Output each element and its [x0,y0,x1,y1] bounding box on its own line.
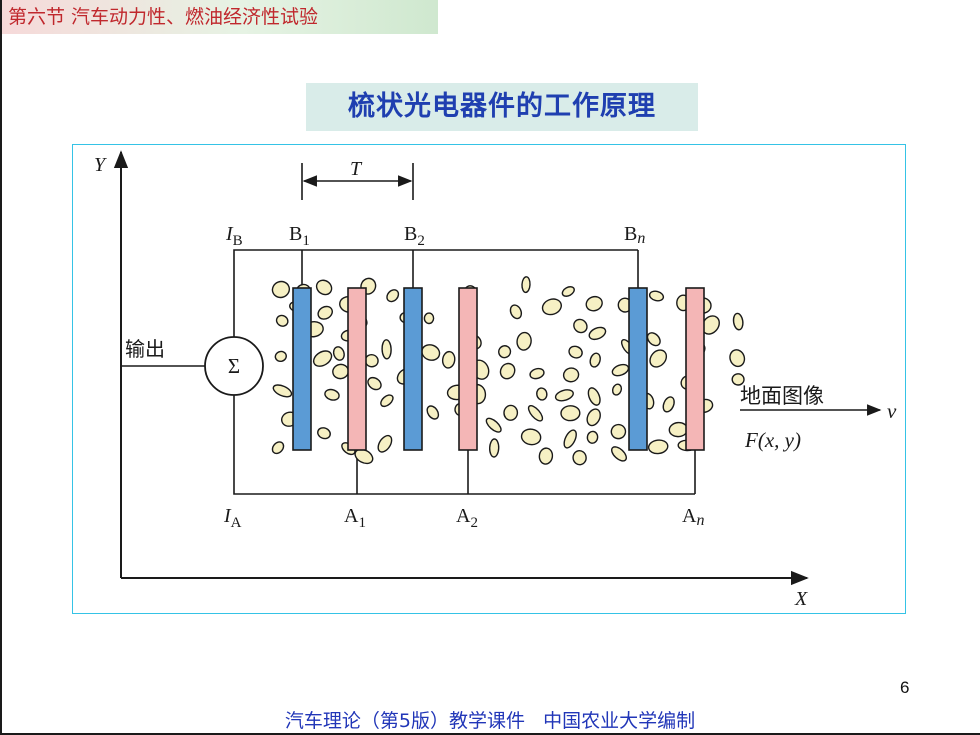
ground-particle [586,430,599,444]
ground-particle [498,345,512,359]
ground-particle [568,345,583,359]
ground-particle [729,349,746,368]
footer-credit: 汽车理论（第5版）教学课件 中国农业大学编制 [284,710,696,732]
ground-particle [520,428,542,446]
ground-particle [324,388,340,401]
strip-a2 [458,287,478,451]
ground-particle [536,387,548,401]
ground-particle [377,434,393,453]
ground-particle [573,318,588,334]
output-label: 输出 [125,337,165,361]
ground-particle [354,448,374,465]
ground-particle [589,352,601,368]
ground-particle [588,326,607,341]
ground-particle [646,332,661,347]
ground-particle [560,405,581,422]
ground-particle [499,362,516,380]
ground-particle [529,367,545,380]
ground-particle [538,447,554,465]
slide-title: 梳状光电器件的工作原理 [306,83,698,131]
ground-particle [367,376,382,391]
strip-an [685,287,705,451]
ground-particle [585,295,603,312]
period-label: T [350,158,363,180]
ground-particle [312,350,333,367]
ground-particle [381,339,392,360]
ground-particle [386,289,400,303]
label-b1: B1 [289,223,310,249]
strip-b1 [292,287,312,451]
ground-particle [380,394,394,408]
ground-particle [611,446,627,462]
page-number: 6 [900,678,910,697]
ground-particles [271,276,746,466]
ground-particle [563,429,577,449]
ground-particle [485,417,502,433]
ground-particle [732,312,744,331]
velocity-label: v [887,399,897,423]
ground-particle [317,427,331,440]
ground-particle [315,279,333,296]
ground-particle [317,305,333,320]
sum-symbol: Σ [228,354,240,378]
ground-particle [274,350,287,363]
ground-particle [272,384,293,398]
label-a2: A2 [456,505,478,531]
bus-b [233,249,638,346]
ground-particle [423,312,435,325]
ground-particle [521,276,531,294]
ground-particle [662,396,675,413]
label-an: An [682,505,704,529]
figure-frame [72,144,906,614]
ground-particle [275,314,289,327]
bus-a [233,386,695,495]
ground-particle [441,350,456,369]
ground-particle [271,280,291,299]
label-a1: A1 [344,505,366,531]
ground-particle [647,439,669,455]
strip-bn [628,287,648,451]
ground-particle [488,438,500,458]
label-bn: Bn [624,223,645,247]
ground-particle [649,349,668,368]
ground-particle [586,408,601,427]
ground-particle [611,363,630,377]
ground-particle [527,404,544,422]
ground-particle [668,421,689,438]
y-axis-label: Y [94,154,107,176]
ground-particle [554,389,574,402]
ground-particle [611,383,623,396]
ground-particle [572,450,587,466]
x-axis-label: X [794,588,808,610]
section-header: 第六节 汽车动力性、燃油经济性试验 [2,0,438,34]
bus-b-label: IB [225,223,243,249]
slide-left-border [0,0,2,735]
ground-particle [271,441,285,455]
sum-junction [204,336,264,396]
ground-particle [332,363,350,380]
ground-particle [421,344,441,361]
function-label: F(x, y) [744,428,801,452]
label-b2: B2 [404,223,425,249]
ground-particle [541,298,562,316]
ground-particle [561,286,575,297]
ground-particle [610,423,627,440]
ground-particle [332,346,345,361]
ground-image-label: 地面图像 [740,384,824,408]
ground-particle [503,404,519,421]
bus-a-label: IA [223,505,242,531]
ground-particle [587,387,601,406]
ground-particle [509,304,523,320]
slide-bottom-border [0,733,980,735]
ground-particle [731,373,745,386]
ground-particle [426,405,440,420]
ground-particle [648,290,665,302]
ground-particle [562,367,580,383]
strip-b2 [403,287,423,451]
strip-a1 [347,287,367,451]
ground-particle [516,331,532,351]
